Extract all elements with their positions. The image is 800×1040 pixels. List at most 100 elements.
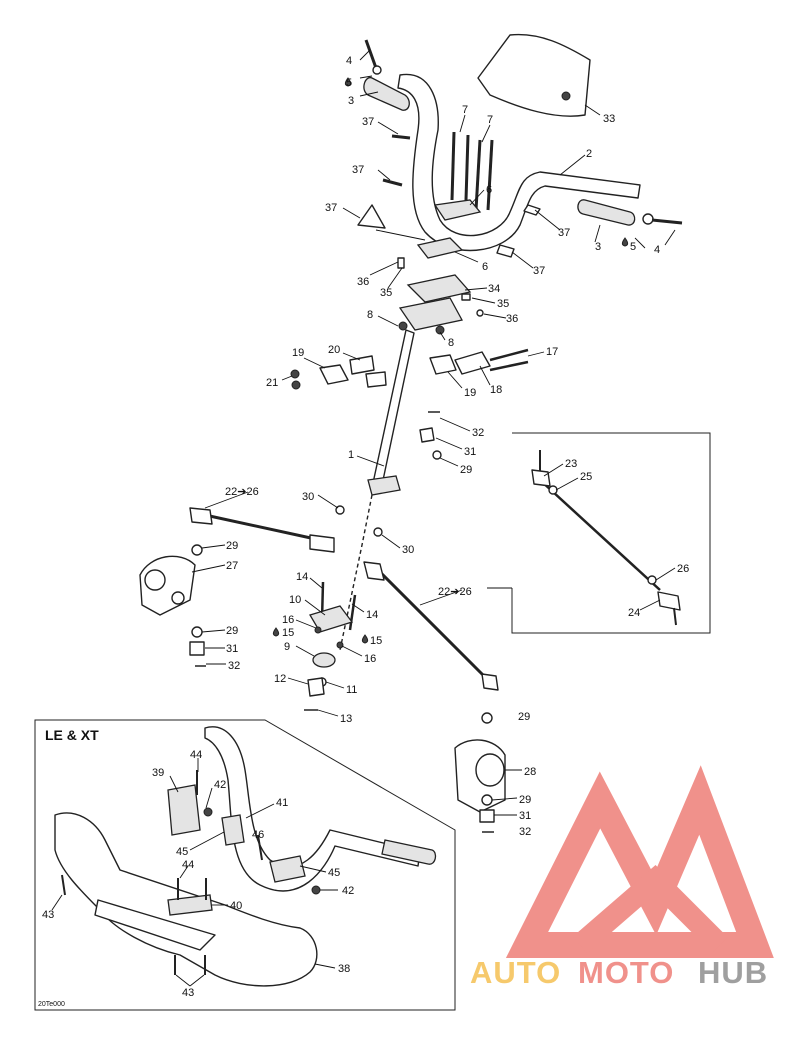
- callout-14a: 14: [296, 571, 308, 583]
- tie-rod-detail-frame: [511, 432, 711, 634]
- leader-27: [191, 564, 226, 573]
- tie-rod-end-left-inner: [309, 534, 335, 553]
- callout-29d: 29: [518, 711, 530, 723]
- callout-30b: 30: [402, 544, 414, 556]
- callout-42b: 42: [342, 885, 354, 897]
- callout-38: 38: [338, 963, 350, 975]
- washer-29-right-bottom: [481, 794, 493, 806]
- callout-23: 23: [565, 458, 577, 470]
- callout-43b: 43: [182, 987, 194, 999]
- callout-35b: 35: [497, 298, 509, 310]
- callout-37a: 37: [362, 116, 374, 128]
- leader-18: [479, 365, 491, 386]
- upper-clamp-part: [433, 199, 482, 221]
- handlebar-pad-part: [477, 33, 591, 117]
- callout-37b: 37: [352, 164, 364, 176]
- bracket-45-upper: [221, 814, 245, 846]
- clamp-bolt-3: [474, 139, 482, 211]
- callout-14b: 14: [366, 609, 378, 621]
- leader-19b: [447, 371, 463, 389]
- bushing-19-left: [319, 364, 349, 385]
- cable-tie-1: [391, 134, 411, 140]
- callout-32b: 32: [228, 660, 240, 672]
- leader-25: [555, 477, 579, 491]
- callout-43a: 43: [42, 909, 54, 921]
- callout-32a: 32: [472, 427, 484, 439]
- watermark-triangle-mark: [505, 765, 774, 958]
- leader-7a: [459, 114, 466, 133]
- leader-8a: [377, 315, 399, 327]
- leader-30a: [317, 494, 339, 509]
- leader-29c: [201, 629, 226, 633]
- left-end-cap: [372, 65, 382, 75]
- lower-bearing-group: [272, 581, 369, 711]
- leader-35a: [387, 267, 403, 289]
- leader-38: [314, 963, 336, 969]
- callout-37d: 37: [558, 227, 570, 239]
- callout-13: 13: [340, 713, 352, 725]
- callout-36b: 36: [506, 313, 518, 325]
- tie-rod-detail-nut-25: [548, 485, 558, 495]
- leader-26: [655, 567, 676, 581]
- callout-29a: 29: [460, 464, 472, 476]
- leader-2226b: [419, 589, 463, 606]
- drop-15-left: [272, 627, 280, 637]
- callout-3b: 3: [595, 241, 601, 253]
- leader-37a: [377, 121, 399, 135]
- leader-37c-extend: [375, 229, 426, 241]
- handguard-bar: [94, 899, 216, 951]
- leader-41: [245, 803, 275, 819]
- leader-8b: [439, 331, 446, 341]
- callout-16a: 16: [282, 614, 294, 626]
- tie-rod-detail-rod: [539, 479, 661, 591]
- callout-16b: 16: [364, 653, 376, 665]
- leader-9: [295, 645, 315, 657]
- cable-tie-2: [382, 178, 403, 187]
- callout-17: 17: [546, 346, 558, 358]
- leader-42a: [205, 787, 213, 809]
- leader-16b: [341, 645, 363, 657]
- leader-36b: [483, 313, 507, 319]
- callout-7a: 7: [462, 104, 468, 116]
- pad-fastener: [561, 91, 571, 101]
- leader-12: [287, 677, 309, 685]
- cable-tie-clip-2: [496, 244, 515, 258]
- callout-12: 12: [274, 673, 286, 685]
- steering-knuckles: [139, 544, 506, 833]
- washer-29-top: [432, 450, 442, 460]
- callout-27: 27: [226, 560, 238, 572]
- leader-45a: [189, 831, 225, 851]
- nut-31-right: [479, 809, 495, 823]
- leader-7b: [481, 124, 491, 143]
- callout-6b: 6: [482, 261, 488, 273]
- leader-4a: [359, 49, 371, 61]
- knuckle-left-bore: [144, 569, 166, 591]
- bolt-17-lower: [489, 360, 529, 372]
- leader-34: [464, 287, 488, 291]
- bushing-20b: [365, 371, 387, 388]
- tie-rod-end-right-outer: [481, 673, 499, 691]
- pin-35-left: [397, 257, 405, 269]
- leader-43b: [175, 974, 191, 987]
- leader-13: [317, 709, 339, 717]
- callout-44a: 44: [190, 749, 202, 761]
- leader-45b: [299, 865, 327, 873]
- nut-31-left: [189, 641, 205, 656]
- leader-44b: [179, 865, 189, 879]
- nut-12: [307, 677, 325, 697]
- callout-labels: 4 5 3 37 37 37 33 2 7 7 6 6 37 37 3 5 4 …: [38, 55, 689, 1008]
- drawing-code: 20Te000: [38, 1001, 65, 1008]
- right-glue-drop: [621, 237, 629, 247]
- leader-2: [559, 154, 586, 176]
- castle-nut-31-top: [419, 427, 435, 443]
- callout-41: 41: [276, 797, 288, 809]
- leader-10: [304, 599, 326, 616]
- watermark-text-auto: AUTO: [470, 955, 561, 990]
- callout-2226a: 22➔26: [225, 486, 259, 498]
- leader-6a: [469, 189, 485, 206]
- bearing-plate-10: [309, 605, 354, 633]
- knuckle-right-bore: [475, 753, 505, 787]
- callout-30a: 30: [302, 491, 314, 503]
- callout-15a: 15: [282, 627, 294, 639]
